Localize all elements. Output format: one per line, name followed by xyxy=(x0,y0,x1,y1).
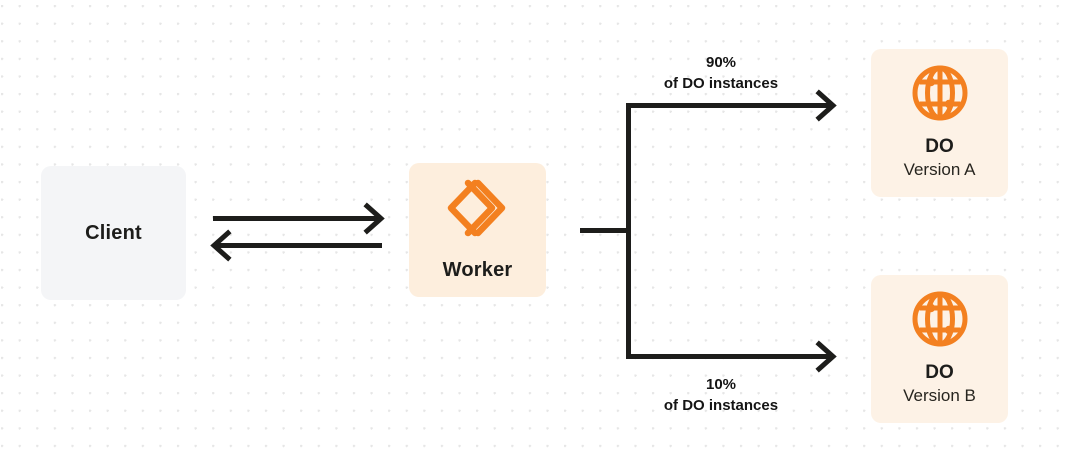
node-client[interactable]: Client xyxy=(41,166,186,300)
do-a-sublabel: Version A xyxy=(903,159,976,179)
node-worker[interactable]: Worker xyxy=(409,163,546,297)
client-label: Client xyxy=(85,221,142,244)
durable-object-globe-icon xyxy=(911,64,969,122)
edge-worker-to-do-b xyxy=(626,340,837,373)
do-a-label: DO xyxy=(925,136,954,158)
worker-label: Worker xyxy=(442,258,513,281)
edge-worker-to-client xyxy=(210,229,382,262)
do-b-label: DO xyxy=(925,362,954,384)
edge-worker-to-do-a xyxy=(626,89,837,122)
edge-client-to-worker xyxy=(213,202,385,235)
edge-label-do-a: 90% of DO instances xyxy=(630,52,812,94)
do-b-sublabel: Version B xyxy=(903,385,976,405)
node-do-version-a[interactable]: DO Version A xyxy=(871,49,1008,197)
durable-object-globe-icon xyxy=(911,290,969,348)
edge-label-do-a-caption: of DO instances xyxy=(663,75,779,92)
edge-label-do-b-caption: of DO instances xyxy=(663,397,779,414)
edge-label-do-a-percent: 90% xyxy=(705,54,737,71)
node-do-version-b[interactable]: DO Version B xyxy=(871,275,1008,423)
cloudflare-workers-icon xyxy=(445,179,511,237)
edge-label-do-b: 10% of DO instances xyxy=(630,374,812,416)
edge-label-do-b-percent: 10% xyxy=(705,376,737,393)
